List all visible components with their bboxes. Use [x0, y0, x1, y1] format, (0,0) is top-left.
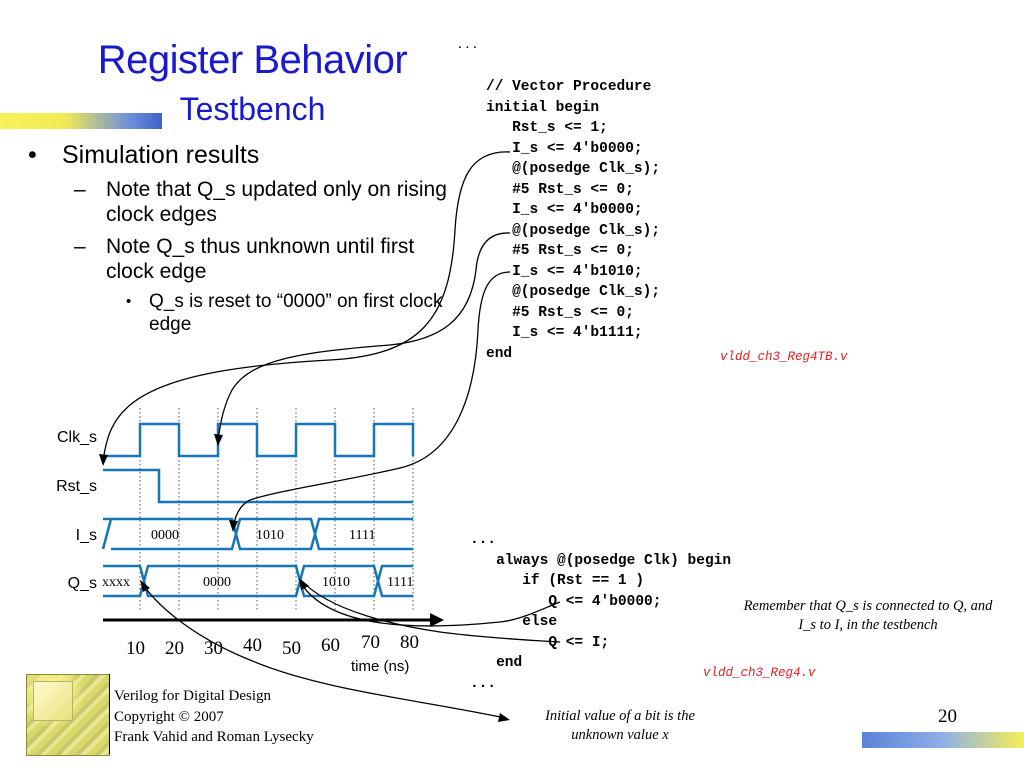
code-line: if (Rst == 1 ) [470, 573, 645, 589]
annotation-arrow [299, 581, 561, 627]
code-line: Q <= I; [470, 634, 610, 651]
time-tick-label: 10 [126, 638, 145, 659]
page-number: 20 [938, 706, 957, 727]
code-line: #5 Rst_s <= 0; [486, 181, 634, 198]
bullet-text: Note Q_s thus unknown until first clock … [106, 235, 415, 283]
initial-value-note: Initial value of a bit is the unknown va… [545, 708, 695, 743]
bullet-text: Q_s is reset to “0000” on first clock ed… [149, 291, 443, 335]
q-value-label: 1111 [387, 575, 413, 590]
code-line: ... [470, 675, 497, 692]
i-value-label: 1010 [256, 528, 284, 543]
bullet-list: • Simulation results – Note that Q_s upd… [28, 140, 448, 336]
title-accent-bar [0, 113, 162, 129]
code-line: @(posedge Clk_s); [486, 284, 661, 300]
bullet-level3: • Q_s is reset to “0000” on first clock … [28, 290, 448, 336]
bullet-level1: • Simulation results [28, 140, 448, 170]
annotation-arrowhead [99, 454, 108, 466]
bullet-level2: – Note that Q_s updated only on rising c… [28, 177, 448, 227]
code-line: // Vector Procedure [486, 79, 652, 95]
code-line: else [470, 614, 558, 630]
i-value-label: 1111 [349, 528, 375, 543]
clk-waveform [103, 422, 415, 458]
i-bus-waveform [101, 517, 413, 551]
footer-line: Copyright © 2007 [114, 708, 224, 725]
annotation-arrow [102, 151, 511, 463]
time-tick-label: 80 [400, 632, 419, 653]
code-line: Rst_s <= 1; [486, 120, 608, 136]
time-tick-label: 30 [204, 638, 223, 659]
bullet-marker: • [126, 293, 132, 310]
annotation-arrow [141, 582, 506, 719]
code-ellipsis: . . . [458, 36, 477, 52]
time-tick-label: 20 [165, 638, 184, 659]
logo-inner-square [33, 681, 73, 721]
code-line: always @(posedge Clk) begin [470, 552, 732, 569]
footer-credits: Verilog for Digital Design Copyright © 2… [114, 686, 314, 748]
signal-label-clk: Clk_s [57, 429, 97, 446]
testbench-code-block: // Vector Procedure initial begin Rst_s <… [486, 77, 660, 364]
code-line: Q <= 4'b0000; [470, 593, 662, 610]
code-line: @(posedge Clk_s); [486, 161, 661, 177]
code-line: initial begin [486, 99, 600, 116]
time-gridlines [139, 408, 414, 612]
q-bus-waveform [103, 564, 413, 598]
bullet-text: Simulation results [62, 141, 260, 169]
footer-line: Frank Vahid and Roman Lysecky [114, 729, 314, 745]
code-line: @(posedge Clk_s); [486, 222, 661, 239]
bullet-marker: – [74, 235, 86, 258]
code-line: I_s <= 4'b0000; [486, 140, 643, 157]
q-value-label: 1010 [322, 575, 350, 590]
time-tick-label: 50 [282, 638, 301, 659]
code-line: #5 Rst_s <= 0; [486, 243, 634, 259]
bullet-text: Note that Q_s updated only on rising clo… [106, 178, 447, 226]
signal-label-i: I_s [76, 527, 97, 544]
annotation-arrowhead [229, 520, 238, 532]
annotation-arrow [232, 271, 511, 529]
footer-line: Verilog for Digital Design [114, 688, 272, 704]
book-cover-logo [26, 674, 110, 756]
code-line: #5 Rst_s <= 0; [486, 304, 634, 321]
signal-label-q: Q_s [68, 575, 97, 592]
register-filename: vldd_ch3_Reg4.v [703, 666, 816, 680]
footer-accent-bar [862, 732, 1024, 748]
annotation-arrow [300, 579, 561, 643]
bullet-marker: • [28, 141, 37, 169]
time-axis-arrowhead [430, 613, 444, 627]
q-value-label: xxxx [102, 575, 130, 590]
annotation-arrow [217, 232, 511, 443]
code-line: end [470, 655, 523, 671]
time-tick-label: 40 [243, 635, 262, 656]
slide-subtitle: Testbench [179, 91, 326, 127]
bullet-level2: – Note Q_s thus unknown until first cloc… [28, 234, 448, 284]
testbench-filename: vldd_ch3_Reg4TB.v [720, 350, 848, 364]
time-axis-label: time (ns) [351, 658, 409, 675]
slide-title: Register Behavior [97, 38, 408, 82]
register-code-block: ... always @(posedge Clk) begin if (Rst … [470, 530, 731, 694]
footer-divider [109, 674, 110, 754]
code-line: end [486, 345, 513, 362]
annotation-arrowhead [214, 434, 223, 446]
connection-note: Remember that Q_s is connected to Q, and… [743, 598, 993, 633]
time-tick-label: 60 [321, 635, 340, 656]
q-value-label: 0000 [203, 575, 231, 590]
code-line: ... [470, 532, 497, 548]
annotation-arrowhead [140, 580, 150, 592]
signal-label-rst: Rst_s [56, 478, 97, 495]
time-tick-label: 70 [361, 632, 380, 653]
code-line: I_s <= 4'b1111; [486, 325, 643, 341]
annotation-arrowhead [498, 713, 510, 722]
rst-waveform [103, 468, 413, 504]
code-line: I_s <= 4'b0000; [486, 202, 643, 218]
i-value-label: 0000 [151, 528, 179, 543]
bullet-marker: – [74, 178, 86, 201]
code-line: I_s <= 4'b1010; [486, 263, 643, 280]
annotation-arrowhead [299, 578, 309, 590]
